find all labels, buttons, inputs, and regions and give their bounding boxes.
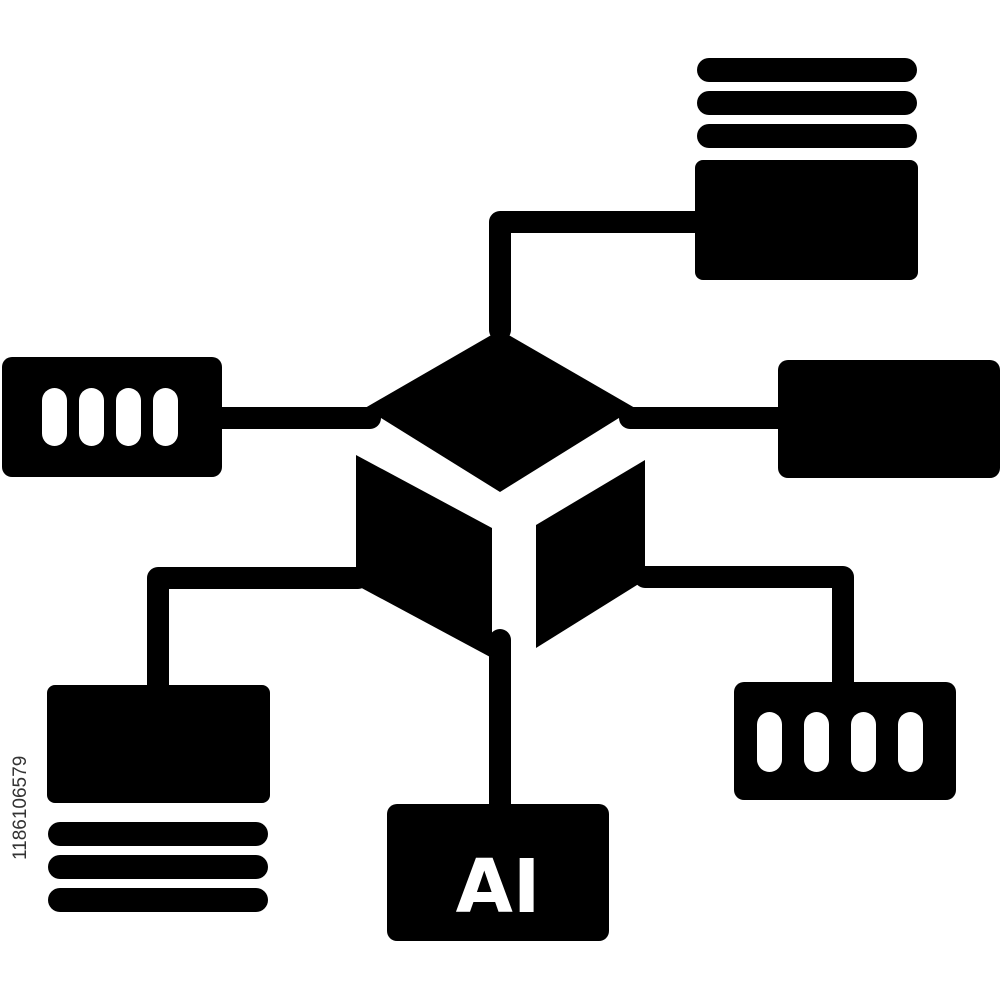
cube-left-face <box>356 455 492 658</box>
node-box <box>47 685 270 803</box>
pill-indicator <box>116 388 141 446</box>
node-box <box>2 357 222 477</box>
node-bottom-left <box>47 685 270 912</box>
pill-indicator <box>42 388 67 446</box>
connector-top-right <box>489 211 711 341</box>
pill-indicator <box>804 712 829 772</box>
connector-bottom-left <box>147 567 369 701</box>
node-bottom-right <box>734 682 956 800</box>
list-line <box>697 124 917 148</box>
node-box <box>734 682 956 800</box>
node-box <box>695 160 918 280</box>
pill-indicator <box>757 712 782 772</box>
pill-indicator <box>153 388 178 446</box>
cube-right-face <box>536 460 645 648</box>
node-left <box>2 357 222 477</box>
pill-indicator <box>79 388 104 446</box>
list-line <box>697 91 917 115</box>
cube-top-face <box>365 330 635 492</box>
node-top-right <box>695 58 918 280</box>
node-right <box>778 360 1000 478</box>
list-line <box>48 822 268 846</box>
node-box <box>778 360 1000 478</box>
node-ai: AI <box>387 804 609 941</box>
connector-bottom-right <box>634 566 854 701</box>
stock-id-text: 1186106579 <box>10 756 31 860</box>
pill-indicator <box>898 712 923 772</box>
list-line <box>48 855 268 879</box>
list-line <box>697 58 917 82</box>
pill-indicator <box>851 712 876 772</box>
ai-label: AI <box>456 844 541 930</box>
list-line <box>48 888 268 912</box>
connector-lines <box>147 211 854 819</box>
center-cube-icon <box>356 330 645 658</box>
ai-box <box>387 804 609 941</box>
